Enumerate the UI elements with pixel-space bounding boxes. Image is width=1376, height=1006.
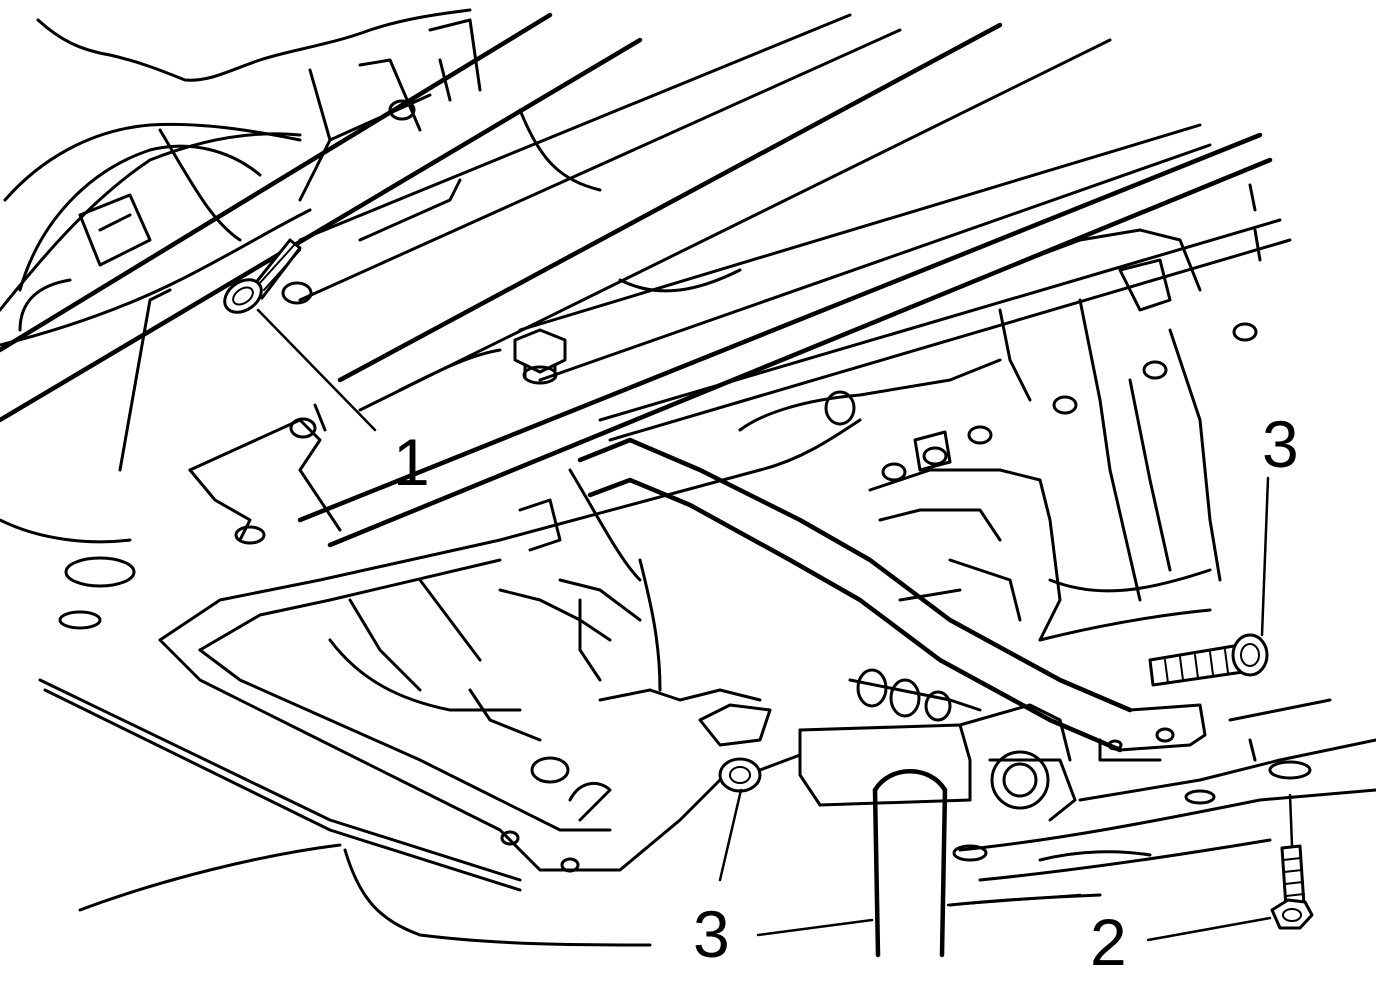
transmission-center bbox=[328, 468, 772, 747]
callout-1: 1 bbox=[393, 425, 430, 499]
nut-3-bottom bbox=[718, 753, 802, 793]
transmission-mount bbox=[798, 668, 1077, 822]
bolt-1 bbox=[223, 238, 313, 314]
bolt-2 bbox=[1268, 760, 1314, 930]
transmission-jack bbox=[872, 769, 948, 958]
transmission-housing bbox=[738, 183, 1262, 642]
leader-lines bbox=[256, 308, 1294, 942]
callout-3-bottom: 3 bbox=[693, 897, 730, 971]
oil-pan bbox=[0, 468, 762, 947]
crossmember bbox=[577, 437, 1207, 762]
callout-labels: 1 3 3 2 bbox=[393, 407, 1299, 979]
bolt-3-right bbox=[1148, 633, 1269, 687]
callout-2: 2 bbox=[1090, 905, 1127, 979]
frame-bracket bbox=[188, 403, 342, 545]
center-nut bbox=[513, 328, 567, 385]
transmission-studs bbox=[881, 322, 1258, 482]
callout-3-right: 3 bbox=[1262, 407, 1299, 481]
frame-rails bbox=[0, 12, 1292, 548]
body-floor-right bbox=[948, 698, 1376, 907]
